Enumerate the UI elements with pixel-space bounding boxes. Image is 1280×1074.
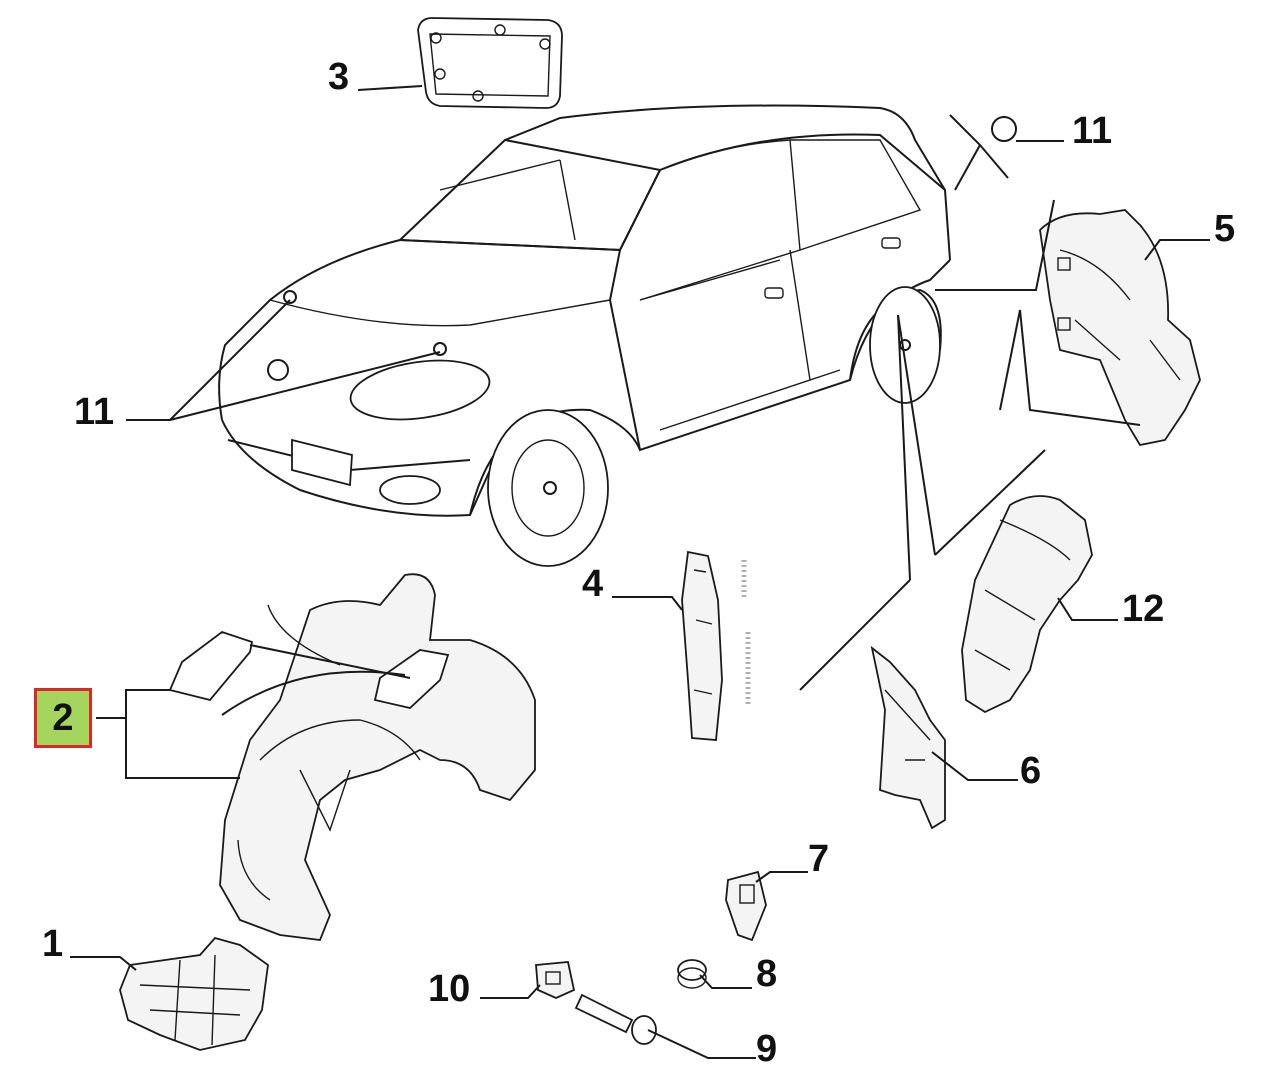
callout-9: 9 (756, 1028, 778, 1070)
car-body (218, 104, 951, 567)
part-5-rear-wheel-liner (1039, 209, 1201, 447)
callout-11-front: 11 (74, 391, 115, 433)
part-12-wheel-liner (961, 495, 1093, 714)
callout-4: 4 (582, 563, 604, 605)
part-8-nut (677, 959, 707, 989)
callout-12: 12 (1122, 588, 1165, 630)
part-4-strip (681, 550, 751, 741)
callout-10: 10 (428, 968, 471, 1010)
callout-8: 8 (756, 953, 778, 995)
part-10-clip (535, 961, 576, 999)
callout-7: 7 (808, 838, 830, 880)
part-1-underbody-shield (119, 936, 269, 1051)
callout-3: 3 (328, 56, 350, 98)
callout-5: 5 (1214, 208, 1236, 250)
callout-11-rear: 11 (1072, 110, 1113, 152)
part-9-screw (574, 993, 657, 1045)
callout-1: 1 (42, 923, 64, 965)
leader-lines (70, 85, 1210, 1059)
part-2-front-wheel-liner (168, 573, 536, 941)
callout-2-highlighted[interactable]: 2 (34, 688, 92, 748)
part-3-fuel-flap (417, 17, 563, 109)
part-7-clip (725, 870, 767, 942)
part-6-bracket (870, 645, 946, 830)
callout-6: 6 (1020, 750, 1042, 792)
part-11-plug (991, 116, 1017, 142)
